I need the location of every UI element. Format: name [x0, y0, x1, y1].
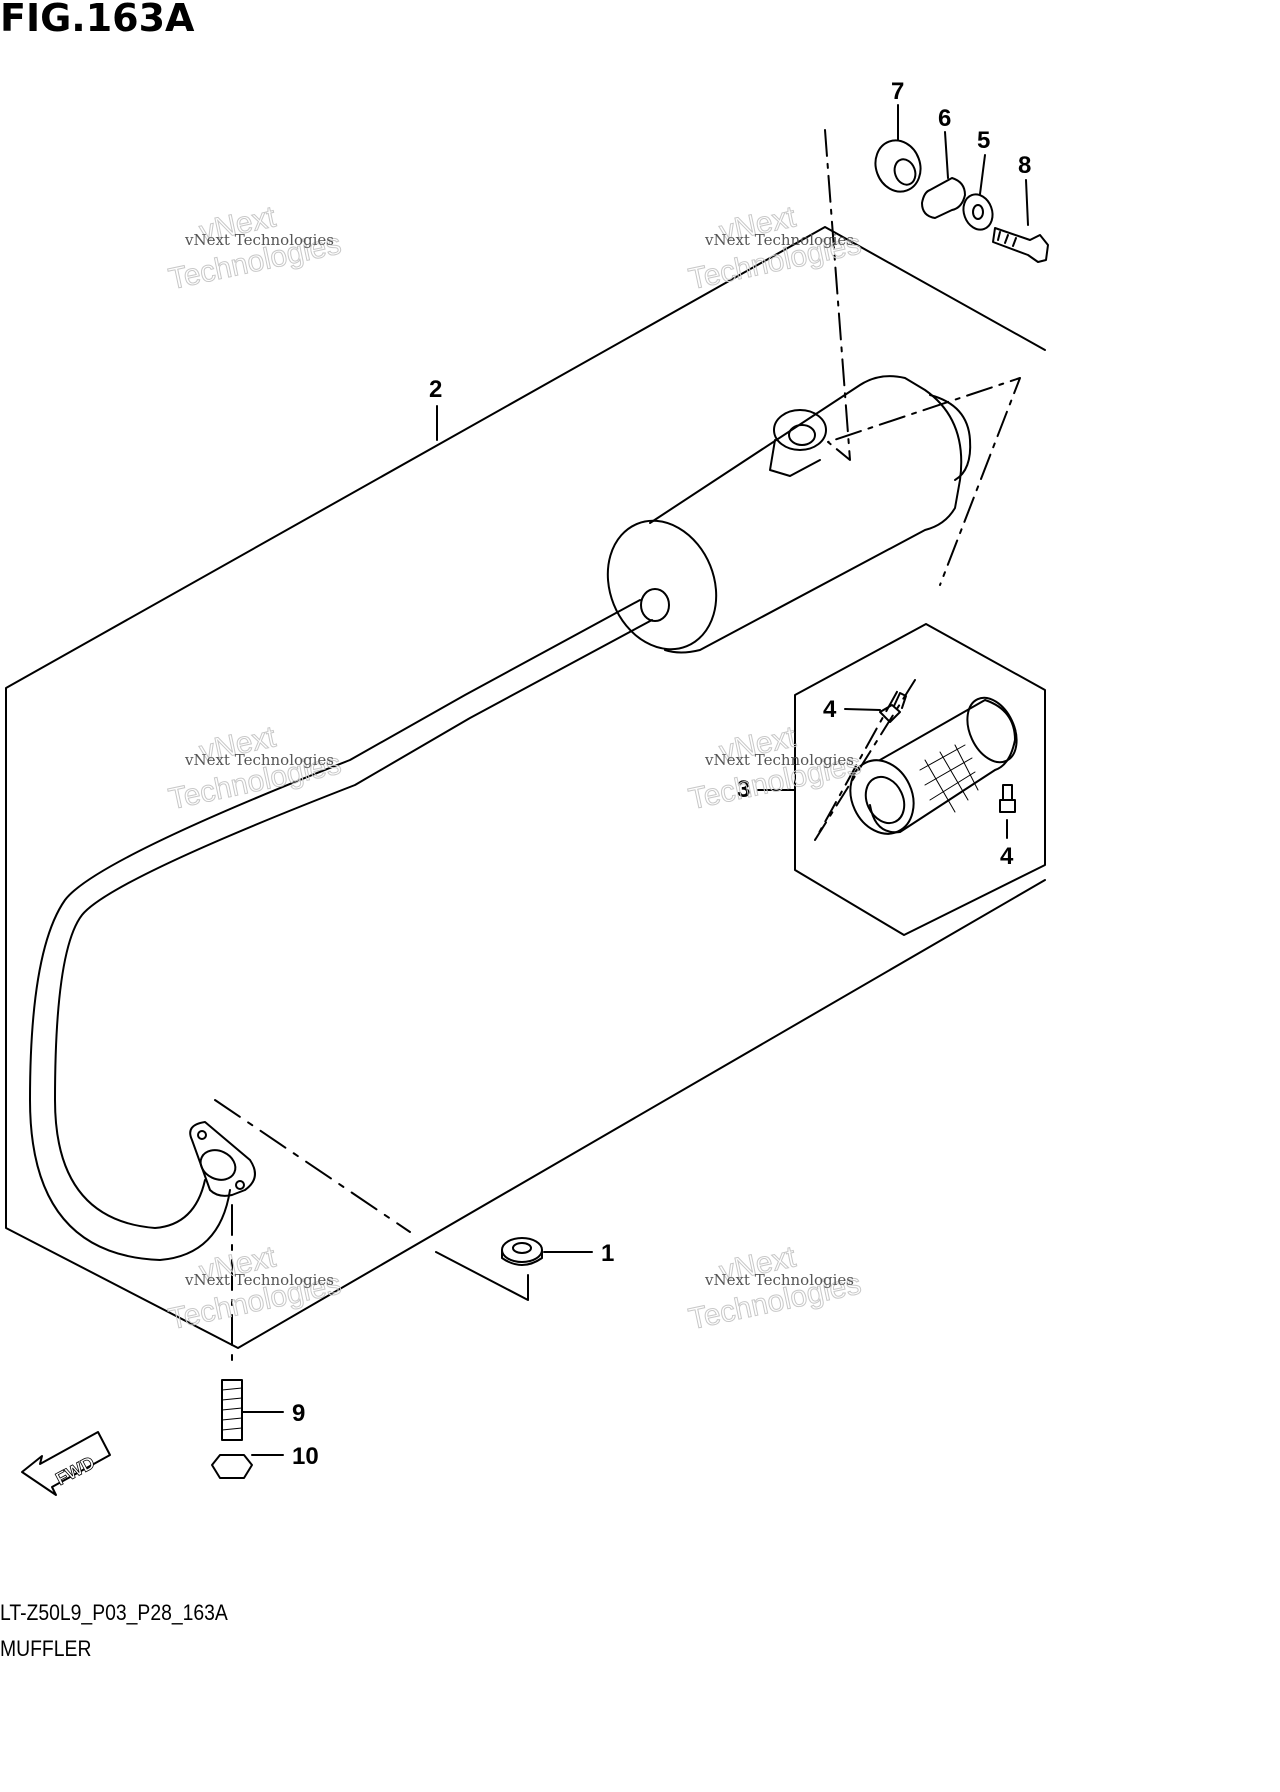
svg-text:vNext Technologies: vNext Technologies: [704, 751, 854, 769]
stud-9-threads: [221, 1387, 243, 1431]
svg-text:vNext Technologies: vNext Technologies: [704, 1271, 854, 1289]
watermark-4: vNext Technologies vNext Technologies: [685, 720, 864, 817]
figure-name: MUFFLER: [0, 1636, 92, 1661]
leader-8: [1025, 179, 1029, 226]
spark-arrester-opening: [864, 775, 906, 825]
muffler-bracket: [773, 409, 827, 451]
gasket-1-side: [501, 1249, 543, 1266]
guide-line-flange: [214, 1099, 411, 1233]
guide-line-gasket: [435, 1251, 529, 1301]
callout-4a: 4: [823, 696, 837, 723]
washer-5: [962, 193, 994, 231]
callout-7: 7: [891, 78, 904, 105]
bolt-8: [992, 227, 1049, 263]
collar-6: [921, 177, 966, 219]
guide-line-inset: [814, 679, 916, 841]
watermark-1: vNext Technologies vNext Technologies: [165, 200, 344, 297]
washer-5-hole: [972, 204, 984, 220]
inset-frame: [794, 623, 1046, 936]
guide-line-top: [824, 129, 1021, 586]
svg-text:vNext Technologies: vNext Technologies: [184, 231, 334, 249]
bolt-8-thread: [1004, 234, 1009, 244]
exhaust-pipe-inner: [54, 619, 653, 1229]
gasket-1: [501, 1237, 543, 1263]
flange-hole-1: [197, 1130, 207, 1140]
figure-code: LT-Z50L9_P03_P28_163A: [0, 1600, 228, 1625]
frame-outline: [5, 226, 1046, 1349]
spark-arrester-end: [849, 759, 915, 835]
callout-2: 2: [429, 376, 442, 403]
muffler-rear-cap: [929, 394, 972, 481]
exhaust-flange: [189, 1121, 256, 1197]
fwd-arrow: [21, 1431, 111, 1496]
muffler-front-cap: [606, 519, 718, 651]
gasket-1-inner: [512, 1242, 532, 1254]
callout-1: 1: [601, 1240, 614, 1267]
grommet-7-hole: [893, 158, 917, 186]
callout-8: 8: [1018, 152, 1031, 179]
svg-text:vNext Technologies: vNext Technologies: [704, 231, 854, 249]
callout-5: 5: [977, 127, 990, 154]
muffler-bracket-hole: [788, 424, 816, 446]
muffler-body: [649, 375, 963, 654]
grommet-7: [874, 139, 922, 193]
callout-10: 10: [292, 1443, 319, 1470]
callout-3: 3: [737, 776, 750, 803]
leader-5: [979, 154, 986, 195]
watermark-6: vNext Technologies vNext Technologies: [685, 1240, 864, 1337]
spark-arrester-mesh: [919, 744, 979, 813]
callout-6: 6: [938, 105, 951, 132]
muffler-inlet: [640, 588, 670, 622]
leader-4a: [844, 708, 881, 711]
muffler-bracket-base: [769, 439, 821, 477]
svg-text:vNext Technologies: vNext Technologies: [184, 751, 334, 769]
watermark-5: vNext Technologies vNext Technologies: [165, 1240, 344, 1337]
exhaust-pipe-outer: [29, 599, 641, 1261]
nut-10: [211, 1454, 253, 1479]
svg-text:vNext Technologies: vNext Technologies: [184, 1271, 334, 1289]
fwd-label: FWD: [52, 1452, 98, 1489]
leader-6: [944, 131, 949, 179]
callout-9: 9: [292, 1400, 305, 1427]
bolt-8-thread: [997, 231, 1001, 241]
flange-port: [199, 1149, 237, 1181]
callout-4b: 4: [1000, 843, 1014, 870]
spark-arrester-cap: [966, 696, 1018, 764]
figure-title: FIG.163A: [0, 0, 195, 40]
flange-hole-2: [235, 1180, 245, 1190]
screw-4-bottom: [999, 784, 1016, 813]
bolt-8-thread: [1012, 237, 1017, 247]
screw-4-top: [879, 692, 907, 723]
